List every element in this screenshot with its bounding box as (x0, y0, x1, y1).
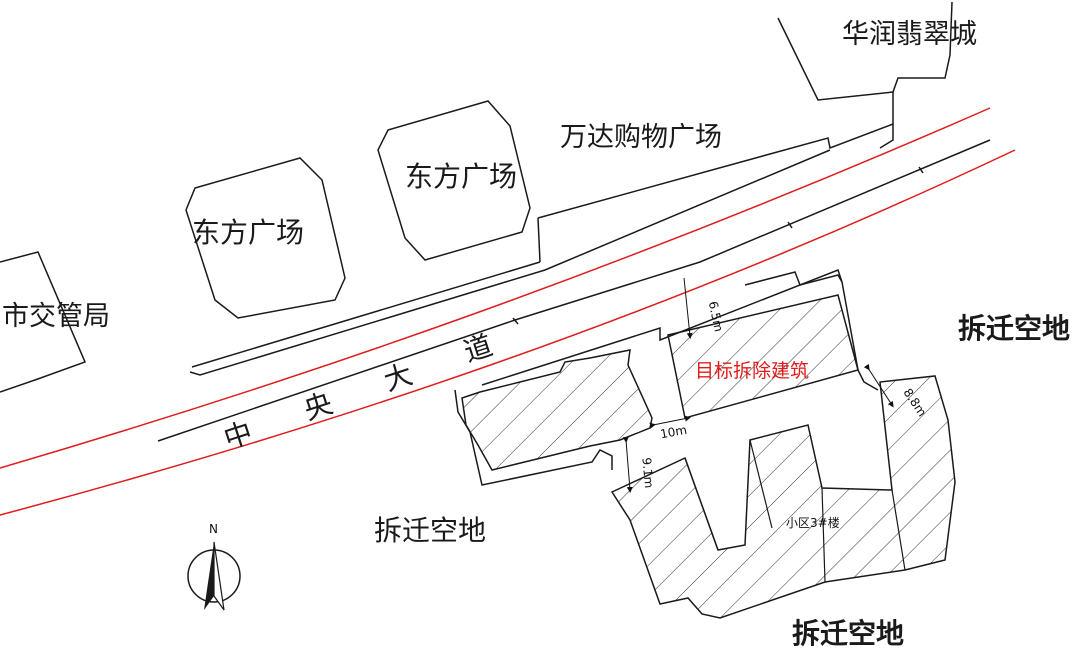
label-shijiaoguanju: 市交管局 (2, 301, 110, 332)
dim-6-5m-text: 6.5m (706, 300, 726, 333)
huarun-boundary (777, 1, 953, 101)
wanda-boundary (537, 92, 894, 263)
target-building (667, 294, 859, 419)
road-char-1: 中 (220, 415, 257, 455)
service-road (189, 124, 894, 376)
label-chaiqian-right: 拆迁空地 (958, 312, 1070, 345)
label-target-building: 目标拆除建筑 (695, 360, 809, 382)
road-char-4: 道 (460, 328, 497, 368)
road-lane-line (157, 139, 991, 442)
label-huarun: 华润翡翠城 (842, 19, 977, 50)
dongfang-east-building (377, 100, 531, 261)
label-building-3: 小区3#楼 (786, 515, 840, 530)
dim-10m: 10m (649, 415, 691, 441)
dim-9-1m: 9.1m (622, 436, 656, 493)
road-tick-marks (512, 166, 924, 325)
dim-9-1m-text: 9.1m (639, 457, 656, 489)
shijiaoguanju-boundary (0, 251, 87, 393)
label-chaiqian-bottom: 拆迁空地 (792, 617, 904, 650)
road-edge-north (0, 107, 991, 469)
road-char-2: 央 (300, 386, 337, 426)
building-3-inner-lines (684, 439, 906, 583)
label-chaiqian-center: 拆迁空地 (374, 514, 486, 547)
building-3-complex (610, 375, 956, 619)
north-arrow-needle-dark (204, 542, 214, 610)
label-dongfang-east: 东方广场 (405, 160, 517, 193)
left-block-outline (454, 269, 879, 486)
road-edge-south (0, 149, 1016, 516)
north-arrow: N (187, 522, 241, 611)
label-wanda: 万达购物广场 (560, 122, 722, 153)
left-hatched-building (461, 349, 653, 471)
target-building-outline (744, 271, 843, 286)
north-arrow-label: N (209, 522, 218, 536)
label-dongfang-west: 东方广场 (192, 216, 304, 249)
dongfang-west-building (185, 157, 346, 319)
north-arrow-needle-light (213, 541, 225, 611)
dim-6-5m: 6.5m (683, 277, 726, 339)
dim-10m-text: 10m (659, 423, 688, 441)
